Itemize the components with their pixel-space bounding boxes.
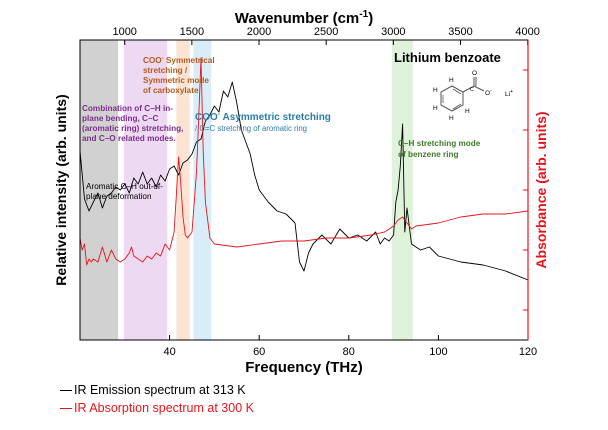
x2-tick-label: 2000 xyxy=(247,26,271,38)
annotation-line: plane deformation xyxy=(86,192,152,201)
annotation-line: / C=C stretching of aromatic ring xyxy=(195,124,307,133)
annotation-line: of carboxylate xyxy=(143,86,199,95)
carboxylate-bond xyxy=(473,85,485,92)
annotation-ch-stretching: C–H stretching mode of benzene ring xyxy=(398,139,481,159)
band-gray xyxy=(80,40,119,340)
annotation-line: Symmetric mode xyxy=(143,76,209,85)
x2-tick-label: 1000 xyxy=(112,26,136,38)
annotation-line: Combination of C–H in- xyxy=(82,104,173,113)
x2-tick-label: 2500 xyxy=(314,26,338,38)
legend-item-emission: IR Emission spectrum at 313 K xyxy=(60,383,246,397)
atom-label: H xyxy=(433,87,438,94)
legend-swatch xyxy=(60,390,72,392)
x-tick-label: 120 xyxy=(519,346,537,358)
ring-double-bond xyxy=(452,103,462,110)
annotation-line: stretching / xyxy=(143,66,188,75)
annotation-line: (aromatic ring) stretching, xyxy=(82,124,183,133)
annotation-line: Aromatic C–H out-of- xyxy=(86,182,163,191)
x2-tick-label: 4000 xyxy=(515,26,539,38)
ring-double-bond xyxy=(452,88,462,95)
chart-title: Lithium benzoate xyxy=(394,50,501,65)
x2-tick-label: 3000 xyxy=(381,26,405,38)
atom-label: H xyxy=(449,115,454,122)
annotation-line: COO- Asymmetric stretching xyxy=(195,111,331,123)
x-tick-label: 100 xyxy=(429,346,447,358)
series-group xyxy=(80,57,528,281)
annotation-aromatic-ch: Aromatic C–H out-of- plane deformation xyxy=(86,182,163,201)
band-blue xyxy=(193,40,212,340)
annotation-line: C–H stretching mode xyxy=(398,139,481,148)
legend-item-absorption: IR Absorption spectrum at 300 K xyxy=(60,401,254,415)
annotation-line: COO- Symmetrical xyxy=(143,56,215,65)
annotation-combination: Combination of C–H in- plane bending, C–… xyxy=(82,104,183,143)
atom-label: O- xyxy=(485,88,492,97)
y-axis-left-title: Relative intensity (arb. units) xyxy=(53,94,69,285)
atom-label: H xyxy=(465,108,470,115)
annotation-line: of benzene ring xyxy=(398,150,459,159)
series-line-emission xyxy=(80,81,528,281)
annotation-line: and C–O related modes. xyxy=(82,134,176,143)
band-orange xyxy=(176,40,190,340)
x-tick-label: 80 xyxy=(343,346,355,358)
band-purple xyxy=(123,40,168,340)
annotation-coo-asymmetric: COO- Asymmetric stretching / C=C stretch… xyxy=(195,111,331,133)
x-axis-title: Frequency (THz) xyxy=(245,359,363,376)
legend-label: IR Absorption spectrum at 300 K xyxy=(74,401,254,415)
atom-label: Li+ xyxy=(505,89,513,98)
benzene-ring xyxy=(440,85,464,112)
series-line-absorption xyxy=(80,57,528,266)
molecule-structure: O O- Li+ C H H H H H xyxy=(433,70,513,122)
x2-tick-label: 1500 xyxy=(180,26,204,38)
band-group xyxy=(80,40,413,340)
atom-label: H xyxy=(433,105,438,112)
atom-label: H xyxy=(449,77,454,84)
atom-label: C xyxy=(470,87,474,93)
legend-label: IR Emission spectrum at 313 K xyxy=(74,383,246,397)
atom-label: O xyxy=(472,70,477,77)
top-axis-title: Wavenumber (cm-1) xyxy=(235,9,373,27)
carboxyl-bond xyxy=(462,85,475,93)
band-green xyxy=(391,40,413,340)
annotation-coo-symmetric: COO- Symmetrical stretching / Symmetric … xyxy=(143,56,215,95)
x-tick-label: 60 xyxy=(253,346,265,358)
tick-group: 40 60 80 100 120 1000 1500 2000 2500 3000 3500 4000 xyxy=(112,26,539,358)
x2-tick-label: 3500 xyxy=(448,26,472,38)
annotation-line: plane bending, C–C xyxy=(82,114,159,123)
x-tick-label: 40 xyxy=(163,346,175,358)
legend-swatch xyxy=(60,408,72,410)
y-axis-right-title: Absorbance (arb. units) xyxy=(533,111,549,268)
